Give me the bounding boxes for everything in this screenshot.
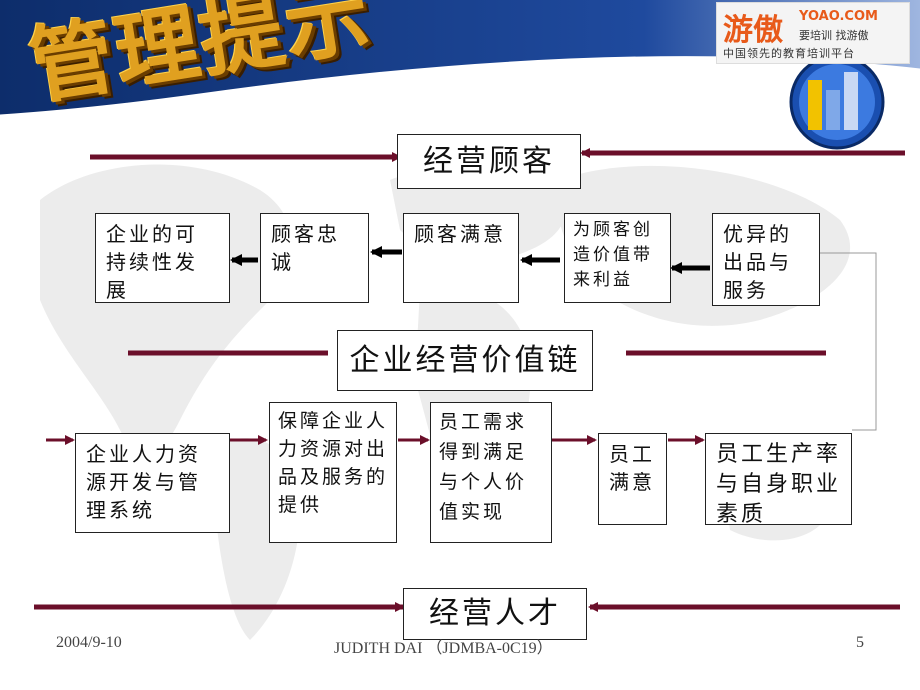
node-talent: 经营人才 (403, 588, 587, 640)
node-value-chain: 企业经营价值链 (337, 330, 593, 391)
node-products: 优异的出品与服务 (712, 213, 820, 306)
brand-logo[interactable]: 游傲 YOAO.COM 要培训 找游傲 中国领先的教育培训平台 (716, 2, 910, 64)
node-satisfaction: 顾客满意 (403, 213, 519, 303)
logo-tagline: 要培训 找游傲 (799, 29, 869, 42)
node-productivity: 员工生产率与自身职业素质 (705, 433, 852, 527)
node-customers: 经营顾客 (397, 134, 581, 189)
logo-brand-word: 游傲 (723, 13, 783, 48)
logo-slogan: 中国领先的教育培训平台 (723, 47, 855, 60)
footer-date: 2004/9-10 (56, 634, 122, 651)
globe-chart-icon (789, 54, 885, 150)
logo-site: YOAO.COM (799, 9, 878, 24)
node-loyalty: 顾客忠诚 (260, 213, 369, 303)
node-sustainable-growth: 企业的可持续性发展 (95, 213, 230, 303)
node-hr-support: 保障企业人力资源对出品及服务的提供 (269, 402, 397, 543)
node-hr-system: 企业人力资源开发与管理系统 (75, 433, 230, 533)
side-bracket (820, 252, 877, 431)
footer-page-number: 5 (856, 634, 864, 651)
node-needs-met: 员工需求得到满足与个人价值实现 (430, 402, 552, 543)
footer-author: JUDITH DAI （JDMBA-0C19） (334, 640, 553, 657)
node-profit: 为顾客创造价值带来利益 (564, 213, 671, 303)
node-employee-satisfaction: 员工满意 (598, 433, 667, 525)
